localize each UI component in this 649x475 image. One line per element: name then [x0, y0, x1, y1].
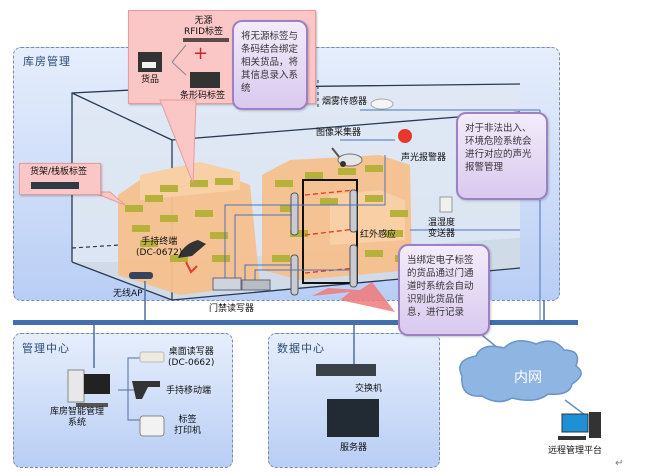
alarm-icon: [398, 129, 412, 143]
shelf-tag: [365, 250, 383, 257]
paragraph-mark: ↵: [615, 458, 624, 469]
goods-binding-note: 将无源标签与条码结合绑定相关货品，将其信息录入系统: [232, 20, 308, 110]
shelf-tag: [390, 210, 408, 217]
warehouse-zone-title: 库房管理: [23, 55, 71, 68]
shelf-tag: [215, 178, 233, 185]
entry-arrow: [312, 282, 395, 312]
handheld-mobile-label: 手持移动端: [166, 386, 212, 396]
door-recognition-note: 当绑定电子标签的货品通过门通道时系统会自动识别此货品信息，进行记录: [398, 244, 490, 336]
shelf-tags: [125, 165, 413, 262]
label-printer-icon: [139, 415, 165, 437]
shelf-tag: [212, 255, 230, 262]
shelf-tag: [170, 255, 188, 262]
desktop-reader-label: 桌面读写器 (DC-0662): [168, 347, 215, 368]
smoke-sensor-label: 烟雾传感器: [322, 97, 368, 107]
rfid-tag-icon: [183, 38, 229, 42]
shelf-tag-callout: 货架/栈板标签: [19, 163, 101, 195]
management-zone: 管理中心: [13, 333, 233, 468]
label-printer-label: 标签 打印机: [174, 415, 202, 436]
wireless-ap-icon: [129, 272, 153, 279]
door-antenna: [290, 192, 299, 236]
barcode-tag-icon: [190, 72, 220, 88]
wire: [244, 264, 292, 282]
temp-humidity-label: 温湿度 变送器: [428, 218, 456, 239]
wire: [224, 155, 386, 280]
wire: [234, 214, 292, 280]
camera-icon: [331, 147, 363, 167]
shelf-tag: [365, 195, 383, 202]
shelf-tag: [210, 232, 228, 239]
shelf-tag: [272, 255, 290, 262]
management-system-label: 库房智能管理 系统: [50, 407, 105, 428]
remote-platform-label: 远程管理平台: [548, 446, 603, 456]
server-label: 服务器: [340, 443, 368, 453]
shelf-tag: [160, 185, 178, 192]
smoke-sensor-icon: [370, 98, 394, 110]
alarm-management-note: 对于非法出入、环境危险系统会进行对应的声光报警管理: [456, 112, 548, 200]
door-reader-icon: [212, 277, 242, 291]
goods-label: 货品: [141, 75, 160, 85]
shelf-tag: [290, 230, 308, 237]
room-edge: [71, 244, 121, 249]
door-antenna: [290, 254, 299, 296]
shelf-tag: [338, 168, 356, 175]
door-antenna: [349, 244, 358, 288]
handheld-label: 手持终端 (DC-0672): [136, 237, 183, 258]
door-antenna: [349, 189, 358, 233]
shelf-tag: [385, 230, 403, 237]
mgmt-tree: [127, 390, 140, 421]
room-edge: [71, 92, 173, 141]
shelf-tag: [305, 172, 323, 179]
binding-line: [171, 44, 187, 63]
shelf-tag: [160, 215, 178, 222]
handheld-terminal-icon: [178, 240, 206, 274]
remote-pc-icon: [558, 412, 601, 440]
desktop-reader-icon: [139, 351, 165, 363]
shelf-tag: [195, 210, 213, 217]
server-icon: [327, 399, 379, 437]
barcode-label: 条形码标签: [180, 91, 226, 101]
door-reader-label: 门禁读写器: [209, 304, 255, 314]
room-edge: [71, 261, 173, 301]
shelf-tag-label: 货架/栈板标签: [30, 167, 88, 177]
management-pc-icon: [67, 369, 110, 407]
datacenter-zone-title: 数据中心: [277, 342, 325, 355]
shelf-tag: [280, 205, 298, 212]
door-reader-icon: [241, 279, 271, 291]
shelf-tag-icon: [31, 182, 79, 189]
intranet-cloud: [459, 340, 582, 403]
management-zone-title: 管理中心: [22, 342, 70, 355]
shelf-tag: [275, 180, 293, 187]
shelf-tag: [145, 195, 163, 202]
shelf-tag: [125, 205, 143, 212]
intranet-label: 内网: [514, 370, 542, 386]
switch-label: 交换机: [355, 384, 383, 394]
shelf-tag: [320, 198, 338, 205]
camera-label: 图像采集器: [316, 128, 362, 138]
infrared-beam: [304, 189, 356, 196]
cloud-link: [564, 399, 586, 416]
shelf-tag: [132, 225, 150, 232]
infrared-beam: [304, 228, 356, 236]
binding-line: [171, 61, 187, 76]
alarm-label: 声光报警器: [401, 153, 447, 163]
rfid-label: 无源 RFID标签: [184, 16, 224, 37]
door-frame: [302, 179, 358, 284]
plus-sign: +: [193, 43, 209, 64]
temp-humidity-icon: [439, 196, 453, 213]
network-bus: [13, 320, 578, 325]
handheld-mobile-icon: [132, 381, 160, 399]
shelf-tag: [365, 165, 383, 172]
wireless-ap-label: 无线AP: [113, 289, 143, 299]
infrared-label: 红外感应: [360, 230, 397, 240]
shelf-tag: [140, 240, 158, 247]
shelf-tag: [190, 180, 208, 187]
wire: [254, 269, 350, 282]
switch-icon: [316, 364, 376, 376]
